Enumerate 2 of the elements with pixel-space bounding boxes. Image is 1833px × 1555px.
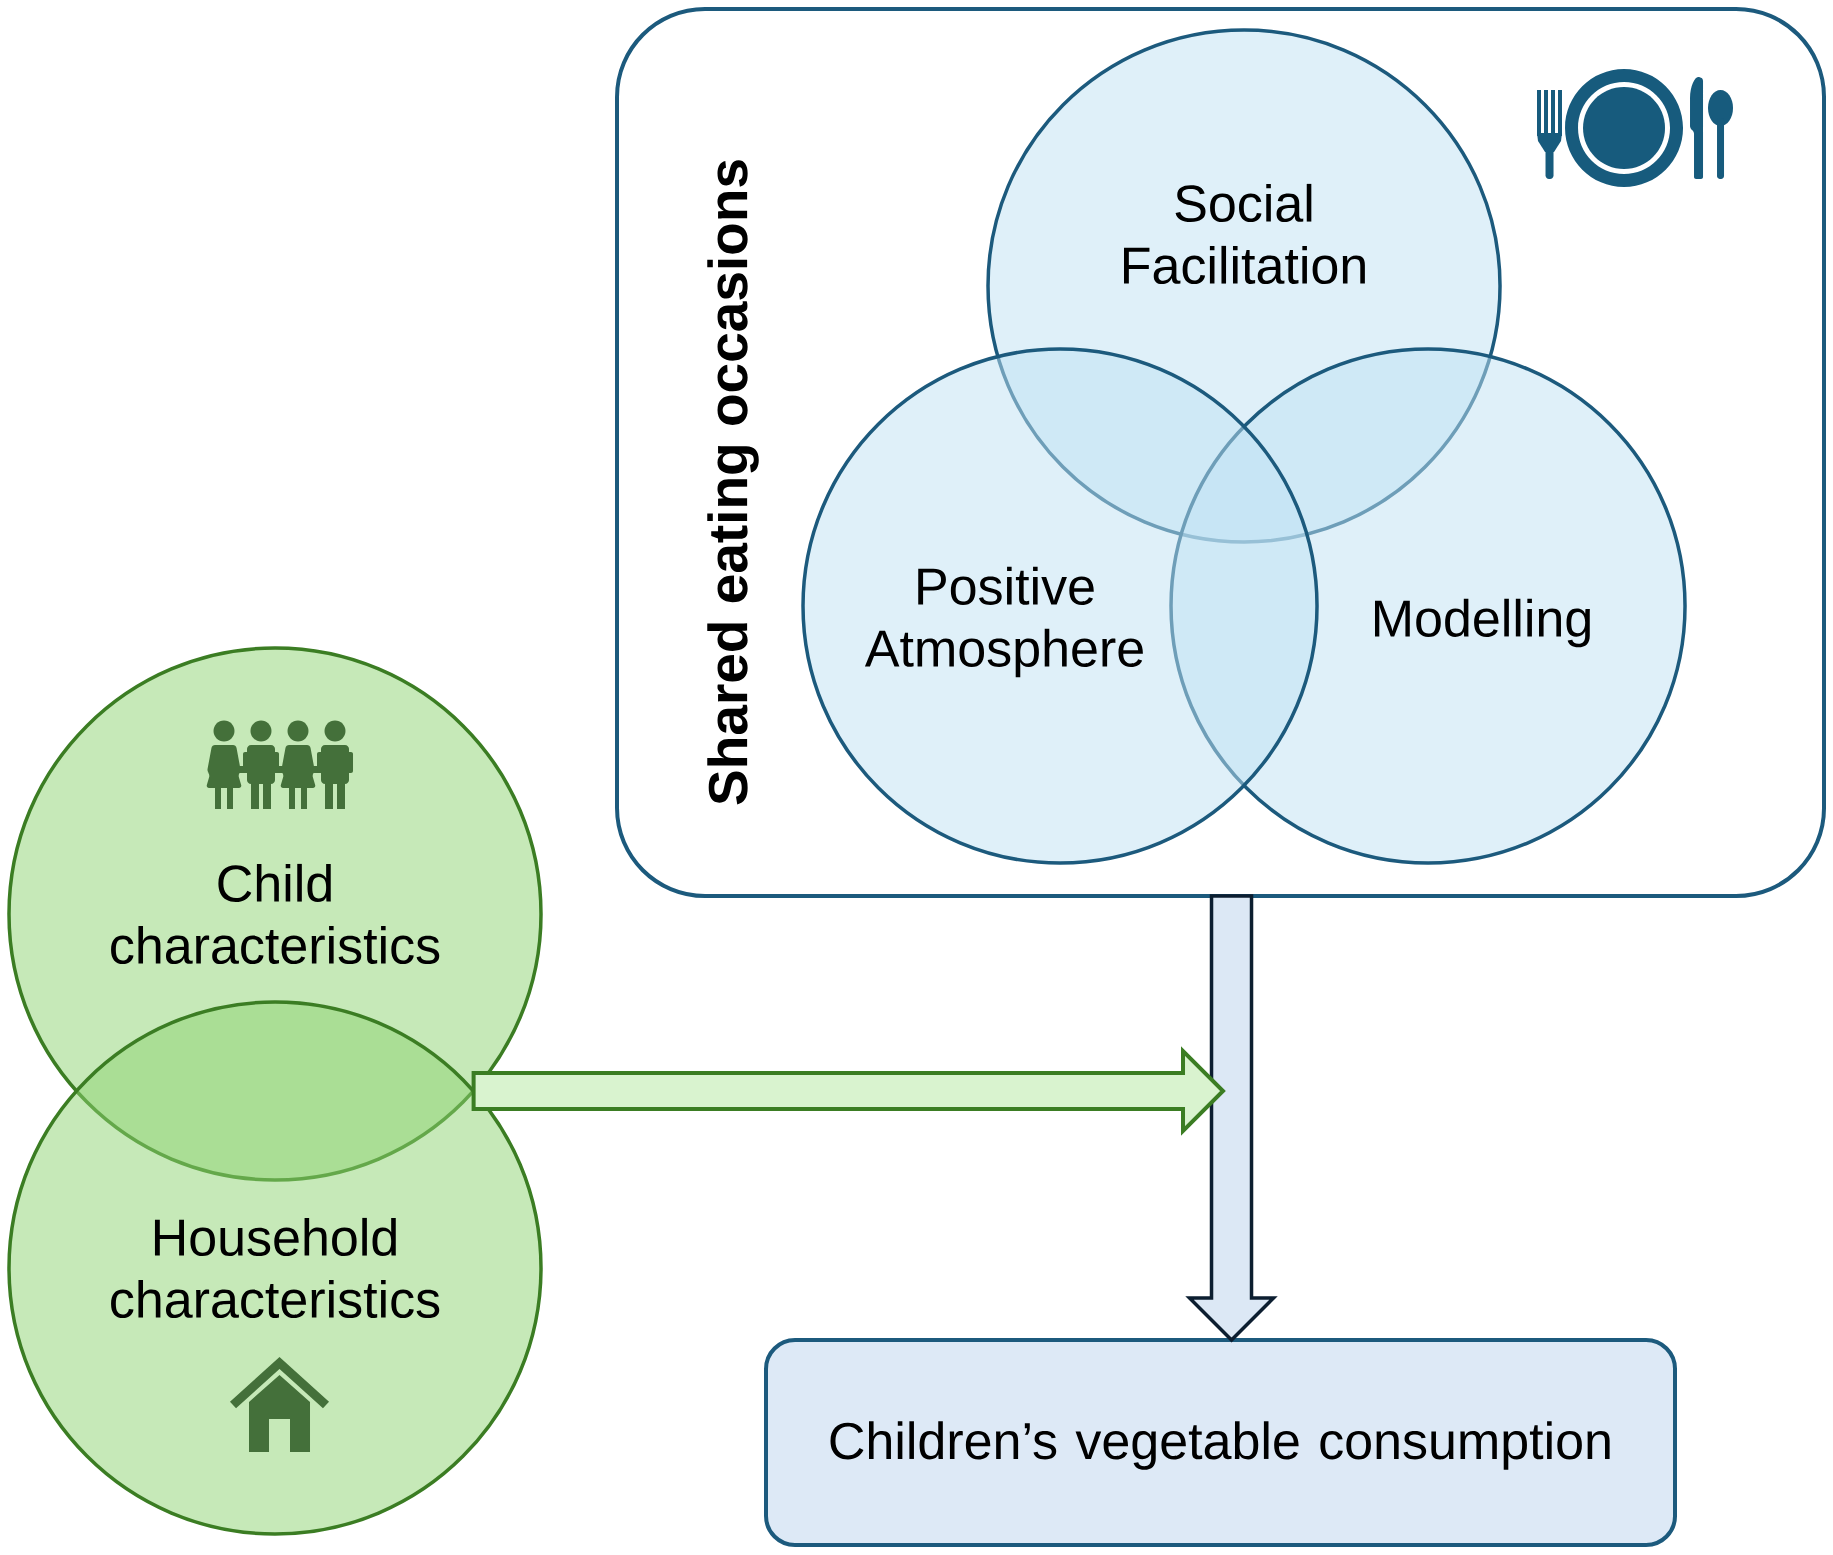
outcome-box: Children’s vegetable consumption xyxy=(764,1338,1677,1547)
block-arrow xyxy=(1185,894,1278,1343)
